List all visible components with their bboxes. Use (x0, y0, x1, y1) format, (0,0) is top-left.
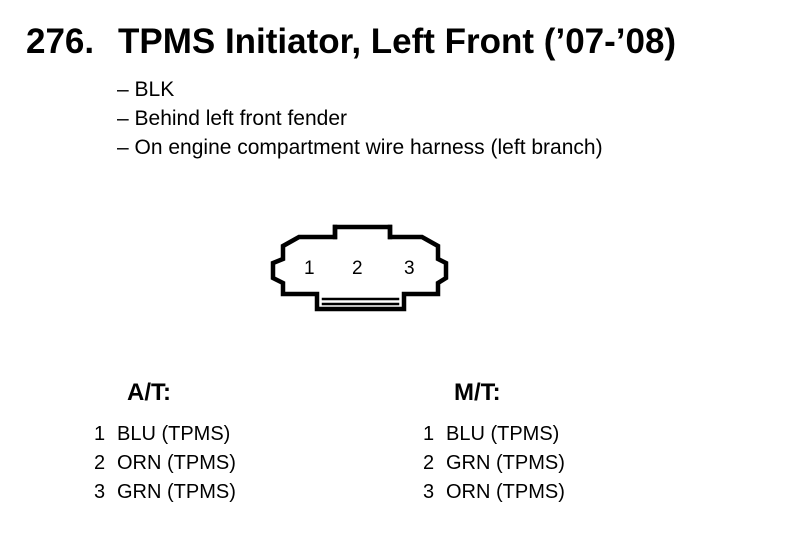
pin-number: 1 (94, 423, 106, 445)
mt-pin-row: 3 ORN (TPMS) (423, 478, 565, 507)
connector-pin-3: 3 (404, 258, 415, 279)
pin-number: 2 (94, 452, 106, 474)
page-title: 276. TPMS Initiator, Left Front (’07-’08) (26, 22, 676, 62)
connector-housing-outline (270, 224, 449, 312)
wire-color: ORN (TPMS) (446, 481, 565, 503)
note-color: – BLK (117, 78, 175, 101)
at-pin-row: 1 BLU (TPMS) (94, 420, 236, 449)
mt-pin-row: 2 GRN (TPMS) (423, 449, 565, 478)
component-number: 276. (26, 22, 95, 61)
wire-color: BLU (TPMS) (117, 423, 231, 445)
connector-latch-outline (332, 224, 393, 240)
wire-color: GRN (TPMS) (446, 452, 565, 474)
mt-pin-row: 1 BLU (TPMS) (423, 420, 565, 449)
mt-pin-list: 1 BLU (TPMS) 2 GRN (TPMS) 3 ORN (TPMS) (423, 420, 565, 507)
mt-heading: M/T: (454, 379, 501, 406)
note-harness: – On engine compartment wire harness (le… (117, 136, 603, 159)
pin-number: 2 (423, 452, 435, 474)
wire-color: BLU (TPMS) (446, 423, 560, 445)
connector-pin-1: 1 (304, 258, 315, 279)
wire-color: ORN (TPMS) (117, 452, 236, 474)
component-name: TPMS Initiator, Left Front (’07-’08) (118, 22, 677, 61)
at-pin-list: 1 BLU (TPMS) 2 ORN (TPMS) 3 GRN (TPMS) (94, 420, 236, 507)
connector-pin-2: 2 (352, 258, 363, 279)
component-notes: – BLK – Behind left front fender – On en… (117, 75, 603, 162)
pin-number: 1 (423, 423, 435, 445)
at-pin-row: 2 ORN (TPMS) (94, 449, 236, 478)
at-pin-row: 3 GRN (TPMS) (94, 478, 236, 507)
pin-number: 3 (94, 481, 106, 503)
note-location: – Behind left front fender (117, 107, 347, 130)
pin-number: 3 (423, 481, 435, 503)
at-heading: A/T: (127, 379, 171, 406)
wire-color: GRN (TPMS) (117, 481, 236, 503)
